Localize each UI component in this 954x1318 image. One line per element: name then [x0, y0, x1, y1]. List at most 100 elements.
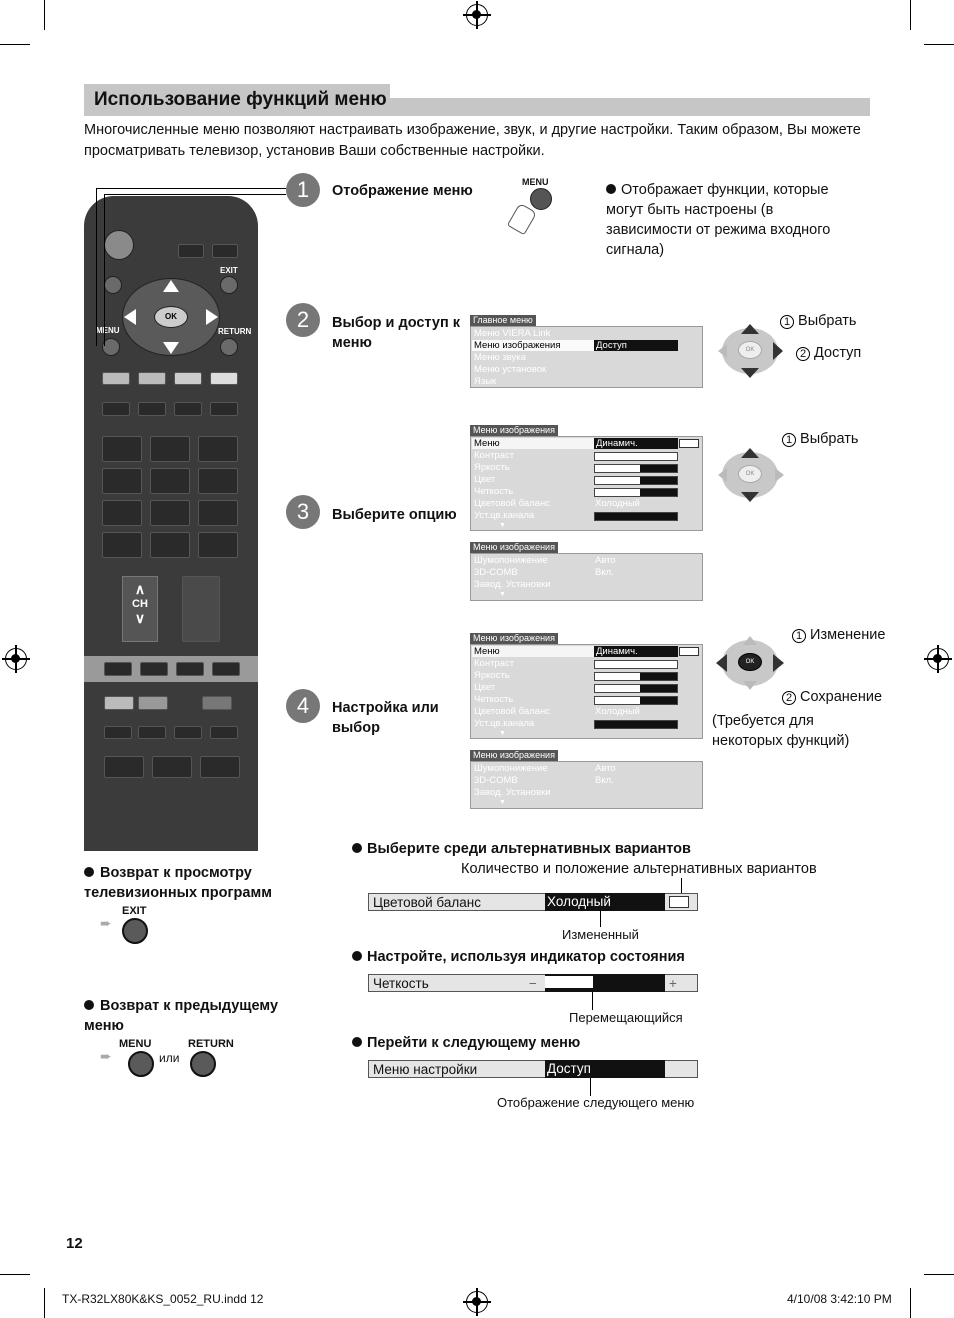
- down-arrow-icon: ▼: [499, 730, 506, 737]
- number-key: [198, 532, 238, 558]
- registration-mark-icon: [2, 645, 30, 673]
- circled-two: 2: [796, 347, 810, 361]
- callout-line: [104, 194, 286, 195]
- step-note-text: Отображает функции, которые могут быть н…: [606, 182, 831, 258]
- indicator-heading: Настройте, используя индикатор состояния: [367, 949, 685, 965]
- registration-mark-icon: [924, 645, 952, 673]
- osd-row: Четкость: [474, 694, 514, 705]
- level-fill: [595, 661, 677, 668]
- number-key: [150, 468, 190, 494]
- contrast-bar: [594, 660, 678, 669]
- bar-value: Холодный: [545, 893, 665, 911]
- down-arrow-icon: [741, 368, 759, 378]
- left-arrow-icon: [718, 468, 727, 482]
- return-label: RETURN: [218, 327, 252, 336]
- caption: Измененный: [562, 927, 639, 942]
- remote-button: [104, 696, 134, 710]
- remote-button: [138, 696, 168, 710]
- color-bar: [594, 684, 678, 693]
- circled-number: 1 Выбрать: [780, 312, 856, 330]
- return-button-icon: [190, 1051, 216, 1077]
- return-button-icon: [220, 338, 238, 356]
- callout-line: [600, 911, 601, 927]
- osd-main-menu: Меню VIERA Link Меню изображения Меню зв…: [470, 326, 703, 388]
- crop-mark: [924, 1274, 954, 1275]
- osd-mode-value: Динамич.: [594, 438, 678, 449]
- ok-button-icon: OK: [738, 465, 762, 483]
- remote-button: [178, 244, 204, 258]
- circled-number: 1 Выбрать: [782, 430, 858, 448]
- down-arrow-icon: ▼: [499, 799, 506, 806]
- page-title: Использование функций меню: [94, 89, 387, 110]
- blue-button-icon: [210, 372, 238, 385]
- bullet-icon: [352, 951, 362, 961]
- osd-row: Цветовой баланс: [474, 498, 550, 509]
- callout-line: [104, 194, 105, 346]
- section-heading: Настройте, используя индикатор состояния: [352, 947, 685, 967]
- green-button-icon: [138, 372, 166, 385]
- remote-button: [104, 662, 132, 676]
- intro-text: Многочисленные меню позволяют настраиват…: [84, 122, 861, 159]
- circled-one: 1: [792, 629, 806, 643]
- crop-mark: [910, 0, 911, 30]
- step-note: (Требуется для некоторых функций): [712, 713, 850, 749]
- indicator-track: [545, 974, 665, 992]
- return-prev-heading: Возврат к предыдущему меню: [84, 996, 304, 1036]
- alternatives-indicator-icon: [679, 647, 699, 656]
- down-arrow-icon: ▼: [499, 591, 506, 598]
- registration-mark-icon: [463, 1288, 491, 1316]
- remote-button: [212, 244, 238, 258]
- step-note: Отображает функции, которые могут быть н…: [606, 180, 856, 260]
- osd-tab: Меню изображения: [470, 425, 558, 436]
- number-key: [102, 500, 142, 526]
- yellow-button-icon: [174, 372, 202, 385]
- number-key: [102, 532, 142, 558]
- remote-button: [152, 756, 192, 778]
- remote-button: [140, 662, 168, 676]
- remote-button: [212, 662, 240, 676]
- next-menu-bar: Меню настройки Доступ: [368, 1060, 698, 1078]
- bar-label: Меню настройки: [373, 1062, 478, 1077]
- right-arrow-icon: [206, 309, 218, 325]
- callout-line: [681, 878, 682, 896]
- osd-picture-menu-2: Шумопонижение 3D-COMB Завод. Установки ▼…: [470, 761, 703, 809]
- osd-row: Уст.цв.канала: [474, 718, 535, 729]
- section-heading: Перейти к следующему меню: [352, 1033, 580, 1053]
- osd-row: Меню: [474, 646, 500, 657]
- osd-row: Цвет: [474, 682, 496, 693]
- registration-mark-icon: [463, 1, 491, 29]
- down-arrow-icon: ▼: [499, 522, 506, 529]
- osd-row: Завод. Установки: [474, 579, 551, 590]
- remote-button: [174, 402, 202, 416]
- channel-rocker: ∧ CH ∨: [122, 576, 158, 642]
- power-button-icon: [104, 230, 134, 260]
- up-arrow-icon: [743, 636, 757, 645]
- osd-row: Четкость: [474, 486, 514, 497]
- osd-tab: Главное меню: [470, 315, 536, 326]
- menu-button-icon: [530, 188, 552, 210]
- channel-bar: [594, 720, 678, 729]
- sharpness-bar: [594, 696, 678, 705]
- osd-picture-menu-2: Шумопонижение 3D-COMB Завод. Установки ▼…: [470, 553, 703, 601]
- alternatives-indicator-icon: [669, 896, 689, 908]
- bullet-icon: [606, 184, 616, 194]
- caption: Перемещающийся: [569, 1010, 683, 1025]
- circled-number: 2 Сохранение: [782, 688, 882, 706]
- arrow-right-icon: ➨: [100, 915, 112, 931]
- remote-button: [104, 756, 144, 778]
- left-arrow-icon: [718, 344, 727, 358]
- callout-line: [96, 188, 97, 346]
- bullet-icon: [352, 843, 362, 853]
- return-tv-text: Возврат к просмотру телевизионных програ…: [84, 865, 272, 901]
- osd-row: Цвет: [474, 474, 496, 485]
- osd-value: Авто: [595, 763, 616, 774]
- plus-icon: +: [669, 976, 677, 991]
- right-arrow-icon: [775, 468, 784, 482]
- osd-row: Завод. Установки: [474, 787, 551, 798]
- crop-mark: [0, 44, 30, 45]
- osd-row: Меню звука: [474, 352, 526, 363]
- bar-value: Доступ: [545, 1060, 665, 1078]
- osd-row: Язык: [474, 376, 497, 387]
- up-arrow-icon: [163, 280, 179, 292]
- next-menu-heading: Перейти к следующему меню: [367, 1035, 581, 1051]
